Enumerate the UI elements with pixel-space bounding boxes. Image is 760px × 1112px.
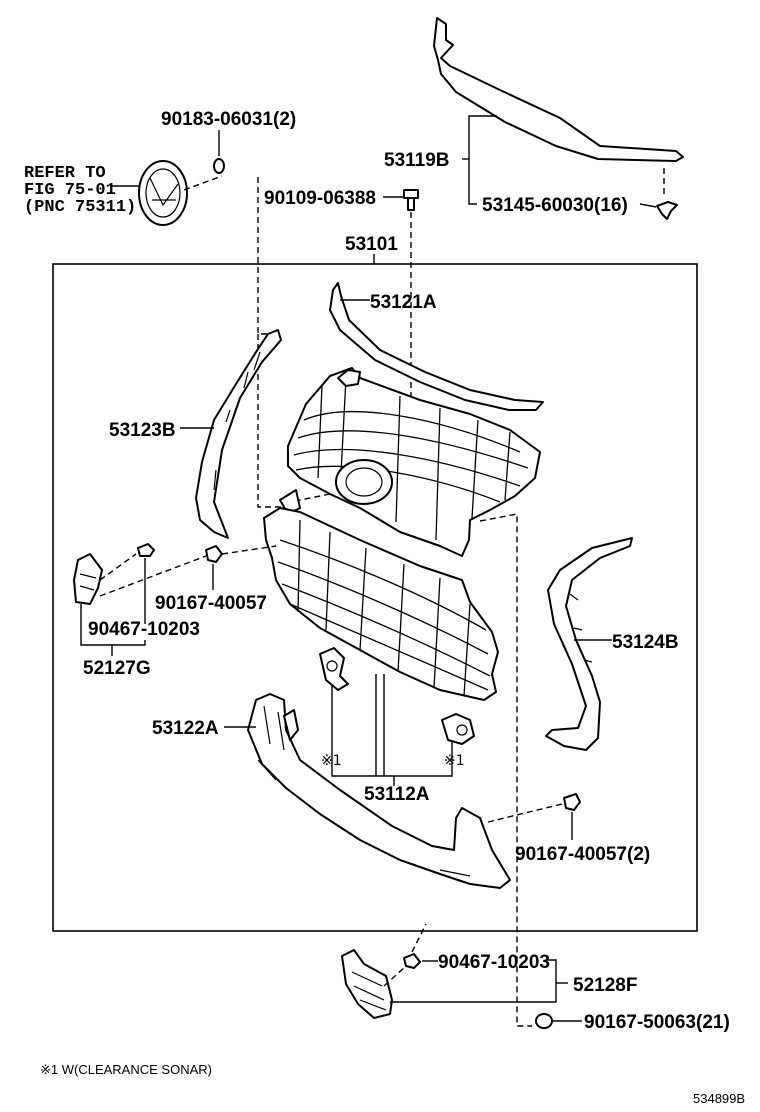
- assembly-frame: [52, 263, 698, 932]
- lower-grille-53112a: [263, 507, 499, 701]
- nut-90183-icon: [213, 158, 225, 174]
- dash-52127-a: [99, 553, 137, 581]
- dash-90183-lower: [257, 334, 288, 508]
- label-90167b: 90167-40057(2): [515, 844, 650, 865]
- label-52128f: 52128F: [573, 975, 637, 996]
- sonar-bracket-left-icon: [319, 647, 349, 691]
- clip-90467-icon: [137, 543, 155, 557]
- dash-52128f: [383, 965, 407, 987]
- label-53121a: 53121A: [370, 292, 437, 313]
- molding-53123b: [195, 329, 282, 539]
- label-53112a: 53112A: [364, 784, 430, 805]
- label-90167c: 90167-50063(21): [584, 1012, 730, 1033]
- label-53145: 53145-60030(16): [482, 195, 628, 216]
- label-53124b: 53124B: [612, 632, 679, 653]
- clip-90167c-icon: [535, 1013, 553, 1029]
- clip-90167-icon: [205, 545, 223, 563]
- refer-line-2: FIG 75-01: [24, 181, 116, 200]
- molding-53124b: [545, 537, 633, 751]
- label-53122a: 53122A: [152, 718, 219, 739]
- leader-52127g: [80, 604, 146, 646]
- mark-right: ※1: [444, 753, 465, 769]
- illustration-code: 534899B: [693, 1091, 745, 1106]
- dash-90183: [257, 177, 275, 335]
- label-53119b: 53119B: [384, 150, 450, 171]
- refer-note: REFER TO FIG 75-01 (PNC 75311): [24, 164, 136, 217]
- dash-52127-c: [221, 545, 277, 555]
- dash-52128f-up: [411, 923, 427, 953]
- bolt-90109-icon: [403, 189, 419, 211]
- dash-52127-b: [99, 555, 207, 597]
- mark-left: ※1: [321, 753, 342, 769]
- leader-53112a-base: [331, 686, 453, 777]
- sonar-bracket-right-icon: [441, 713, 475, 745]
- label-90167a: 90167-40057: [155, 593, 267, 614]
- label-53123b: 53123B: [109, 420, 176, 441]
- leader-53145: [639, 203, 657, 208]
- label-90183: 90183-06031(2): [161, 109, 296, 130]
- upper-grille: [287, 367, 541, 557]
- footnote: ※1 W(CLEARANCE SONAR): [40, 1062, 212, 1077]
- label-90109: 90109-06388: [264, 188, 376, 209]
- refer-line-1: REFER TO: [24, 164, 106, 183]
- clip-53145: [656, 201, 678, 220]
- bracket-52127g: [73, 553, 103, 605]
- refer-line-3: (PNC 75311): [24, 198, 136, 217]
- leader-53119b: [468, 115, 497, 205]
- dash-emblem: [183, 175, 223, 191]
- label-52127g: 52127G: [83, 658, 151, 679]
- label-90467a: 90467-10203: [88, 619, 200, 640]
- label-90467b: 90467-10203: [438, 952, 550, 973]
- clip-90467b-icon: [403, 953, 421, 969]
- dash-90167b: [487, 803, 563, 823]
- molding-53122a: [247, 693, 511, 889]
- label-53101: 53101: [345, 234, 398, 255]
- molding-53119b: [433, 17, 684, 162]
- leader-52128f: [390, 959, 557, 1003]
- clip-90167b-icon: [563, 793, 581, 811]
- dash-50063: [479, 513, 532, 1027]
- emblem-icon: [138, 160, 188, 226]
- molding-53121a: [329, 282, 544, 411]
- bracket-52128f: [341, 949, 393, 1019]
